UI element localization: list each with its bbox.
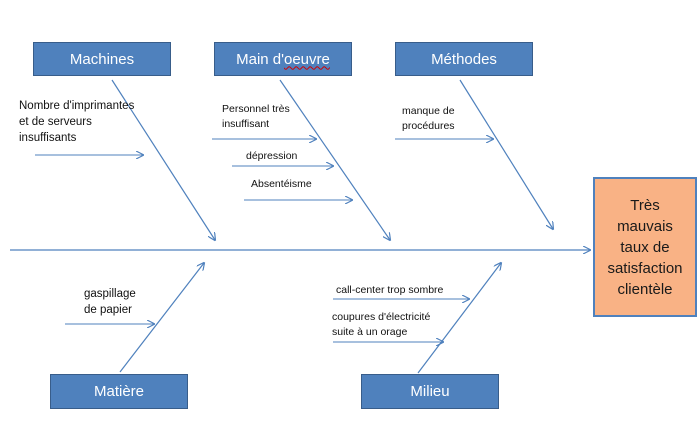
- bone-matiere: [119, 263, 204, 373]
- effect-box: Très mauvais taux de satisfaction client…: [593, 177, 697, 317]
- category-matiere: Matière: [50, 374, 188, 409]
- category-methodes: Méthodes: [395, 42, 533, 76]
- category-machines: Machines: [33, 42, 171, 76]
- cause-main-oeuvre-2: dépression: [246, 150, 298, 162]
- cause-milieu-2: coupures d'électricité suite à un orage: [332, 311, 431, 338]
- cause-main-oeuvre-1: Personnel très insuffisant: [222, 103, 290, 130]
- cause-methodes-1: manque de procédures: [402, 105, 455, 132]
- bone-methodes: [459, 79, 553, 229]
- cause-main-oeuvre-3: Absentéisme: [251, 178, 312, 190]
- cause-milieu-1: call-center trop sombre: [336, 284, 444, 296]
- category-main-oeuvre-underlined: oeuvre: [284, 50, 330, 68]
- cause-matiere-1: gaspillage de papier: [84, 288, 136, 316]
- cause-machines-1: Nombre d'imprimantes et de serveurs insu…: [19, 100, 135, 144]
- bone-milieu: [417, 263, 501, 374]
- bone-machines: [111, 79, 215, 240]
- category-main-oeuvre-prefix: Main d': [236, 50, 284, 68]
- category-main-oeuvre: Main d'oeuvre: [214, 42, 352, 76]
- category-milieu: Milieu: [361, 374, 499, 409]
- bone-main-oeuvre: [279, 79, 390, 240]
